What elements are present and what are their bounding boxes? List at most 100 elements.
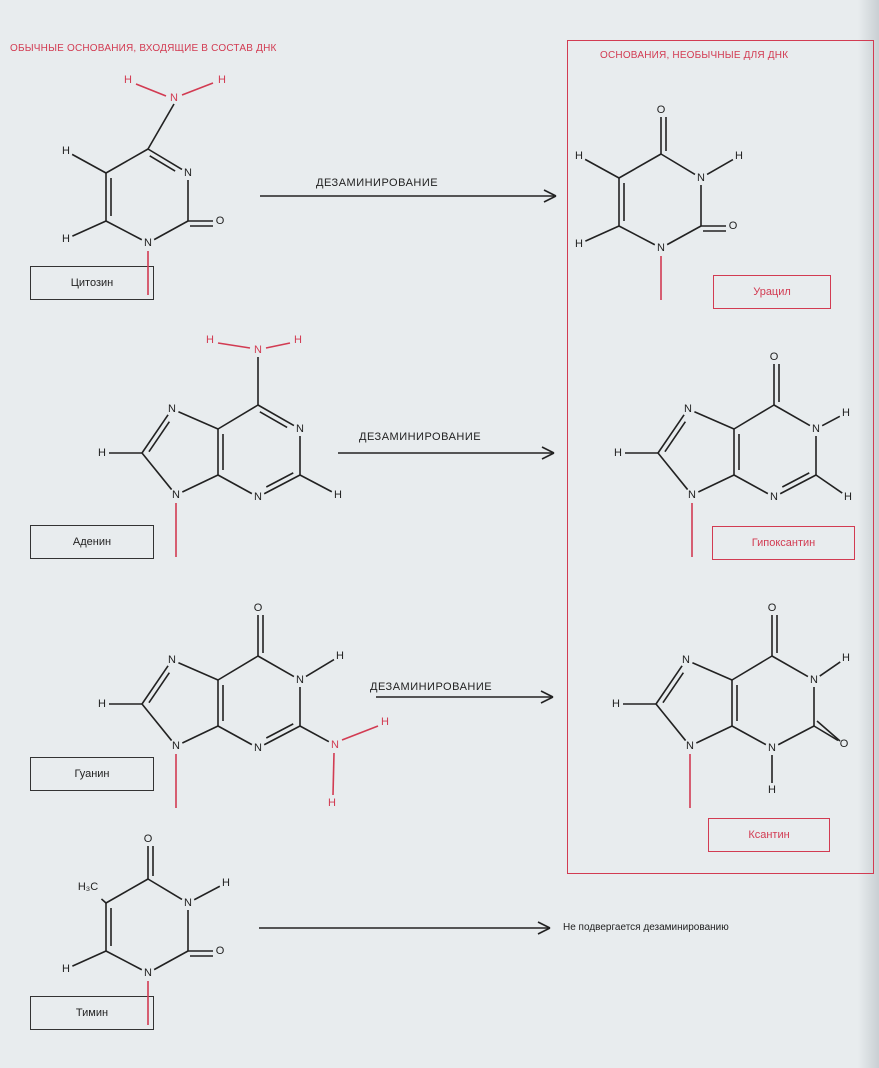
uracil-bond-c6-h (585, 225, 620, 242)
thymine-atom-n1: N (144, 967, 152, 979)
adenine-bond-n-h1 (217, 342, 251, 349)
adenine-bond-c5-c6 (217, 404, 259, 430)
adenine-label: Аденин (72, 536, 112, 548)
thymine-bond-c5-sub (100, 898, 107, 904)
guanine-bond-n7-c8-double-inner (148, 672, 171, 704)
hypoxanthine-bond-c5-c6 (733, 404, 775, 430)
guanine-amino-h2: H (328, 797, 336, 809)
unusual-bases-frame (567, 40, 874, 874)
arrow-adenine-to-hypoxanthine-head-lower (541, 452, 555, 460)
guanine-atom-n1: N (296, 674, 304, 686)
guanine-amino-h1: H (381, 716, 389, 728)
xanthine-bond-c8-n9 (655, 703, 687, 742)
cytosine-bond-c4-n3 (147, 148, 183, 171)
guanine-bond-n3-c4 (217, 725, 253, 746)
uracil-label: Урацил (753, 286, 791, 298)
hypoxanthine-atom-h8: H (614, 447, 622, 459)
deamination-label-cytosine: ДЕЗАМИНИРОВАНИЕ (316, 177, 439, 189)
hypoxanthine-bond-c8-n9 (657, 452, 689, 491)
guanine-atom-h8: H (98, 698, 106, 710)
adenine-bond-n-h2 (265, 342, 291, 349)
xanthine-atom-o6: O (768, 602, 777, 614)
xanthine-bond-c5-n7 (692, 662, 733, 681)
hypoxanthine-bond-n3-c4 (733, 474, 769, 495)
adenine-bond-c2-n3-double-inner (265, 472, 294, 488)
hypoxanthine-atom-h2: H (844, 491, 852, 503)
cytosine-bond-c6-h (72, 220, 107, 237)
uracil-atom-o4: O (657, 104, 666, 116)
guanine-atom-n3: N (254, 742, 262, 754)
uracil-bond-c5-h (584, 158, 620, 179)
adenine-atom-h2: H (334, 489, 342, 501)
adenine-label-box: Аденин (30, 525, 154, 559)
adenine-bond-n7-c8 (141, 414, 169, 454)
cytosine-atom-n3: N (184, 167, 192, 179)
cytosine-bond-c5-c4 (105, 148, 149, 174)
hypoxanthine-atom-n3: N (770, 491, 778, 503)
adenine-bond-n7-c8-double-inner (148, 421, 171, 453)
adenine-bond-c5-n7 (178, 411, 219, 430)
uracil-atom-o2: O (729, 220, 738, 232)
xanthine-atom-h1: H (842, 652, 850, 664)
xanthine-bond-n3-c4 (731, 725, 767, 746)
thymine-atom-h6: H (62, 963, 70, 975)
cytosine-atom-o2: O (216, 215, 225, 227)
xanthine-bond-n7-c8-double-inner (662, 672, 685, 704)
adenine-amino-n: N (254, 344, 262, 356)
arrow-guanine-to-xanthine-head-upper (540, 690, 554, 698)
cytosine-amino-h2: H (218, 74, 226, 86)
thymine-atom-h3: H (222, 877, 230, 889)
arrow-cytosine-to-uracil-head-upper (543, 189, 557, 197)
uracil-atom-n3: N (697, 172, 705, 184)
cytosine-bond-n-h1 (135, 83, 167, 97)
hypoxanthine-bond-n1-h (821, 415, 841, 427)
xanthine-bond-c2-n3 (777, 725, 815, 746)
uracil-bond-c2-n1 (666, 225, 702, 246)
adenine-bond-n3-c4 (217, 474, 253, 495)
hypoxanthine-bond-n9-c4 (697, 474, 735, 493)
uracil-atom-h3: H (735, 150, 743, 162)
hypoxanthine-label: Гипоксантин (751, 537, 816, 549)
uracil-bond-c4-n3 (660, 153, 696, 176)
guanine-bond-c5-c6 (217, 655, 259, 681)
cytosine-atom-h6: H (62, 233, 70, 245)
guanine-bond-c2-n3-double-inner (265, 723, 294, 739)
thymine-bond-n1-c6 (105, 950, 143, 971)
thymine-bond-c4-n3 (147, 878, 183, 901)
thymine-label: Тимин (75, 1007, 109, 1019)
guanine-atom-o6: O (254, 602, 263, 614)
hypoxanthine-atom-n7: N (684, 403, 692, 415)
cytosine-bond-c4-n3-double-inner (149, 155, 176, 172)
guanine-atom-n7: N (168, 654, 176, 666)
hypoxanthine-atom-h1: H (842, 407, 850, 419)
cytosine-bond-n1-c6 (105, 220, 143, 241)
adenine-bond-c2-n3 (263, 474, 301, 495)
xanthine-bond-c2-o (813, 725, 839, 742)
adenine-bond-n9-c4 (181, 474, 219, 493)
cytosine-amino-h1: H (124, 74, 132, 86)
adenine-atom-n1: N (296, 423, 304, 435)
guanine-label: Гуанин (74, 768, 110, 780)
adenine-bond-c6-n1 (257, 404, 295, 427)
thymine-label-box: Тимин (30, 996, 154, 1030)
cytosine-label: Цитозин (70, 277, 114, 289)
uracil-bond-c5-c4 (618, 153, 662, 179)
xanthine-bond-n9-c4 (695, 725, 733, 744)
xanthine-bond-c6-n1 (771, 655, 809, 678)
adenine-atom-n9: N (172, 489, 180, 501)
cytosine-bond-c4-nh2 (147, 103, 175, 150)
xanthine-atom-o2: O (840, 738, 849, 750)
uracil-atom-h5: H (575, 150, 583, 162)
guanine-bond-c8-n9 (141, 703, 173, 742)
hypoxanthine-atom-n1: N (812, 423, 820, 435)
thymine-atom-n3: N (184, 897, 192, 909)
thymine-bond-c2-n1 (153, 950, 189, 971)
cytosine-atom-n1: N (144, 237, 152, 249)
guanine-atom-h1: H (336, 650, 344, 662)
thymine-bond-c5-c4 (105, 878, 149, 904)
adenine-atom-h8: H (98, 447, 106, 459)
guanine-bond-n-h1 (341, 725, 379, 741)
thymine-atom-c5-sub: H₃C (78, 881, 98, 893)
adenine-atom-n3: N (254, 491, 262, 503)
hypoxanthine-atom-o6: O (770, 351, 779, 363)
